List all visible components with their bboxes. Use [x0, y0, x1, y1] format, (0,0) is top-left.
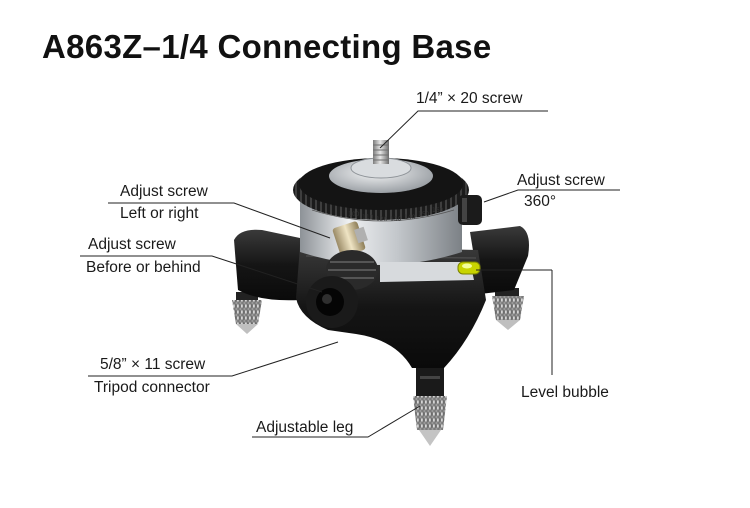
leader-adjust-left-right	[108, 202, 331, 239]
adjust-screw-left-right	[332, 221, 368, 257]
label-adjust-lr-line1: Adjust screw	[120, 183, 208, 200]
label-level-bubble: Level bubble	[521, 384, 609, 401]
label-adjust-lr-line2: Left or right	[120, 205, 199, 222]
label-tripod-line2: Tripod connector	[94, 379, 210, 396]
dial-tick-label: 140	[404, 214, 416, 221]
leader-adjustable-leg	[252, 405, 421, 438]
dial-tick-label: 110	[362, 214, 374, 221]
dial-tick-label: 100	[348, 211, 360, 218]
label-adjust-360-line1: Adjust screw	[517, 172, 605, 189]
label-tripod-line1: 5/8” × 11 screw	[100, 356, 206, 373]
adjust-knob-before-behind	[306, 250, 378, 328]
level-bubble-vial	[457, 261, 481, 275]
label-adjust-360-line2: 360°	[524, 193, 557, 210]
label-adjust-fb-line2: Before or behind	[86, 259, 201, 276]
dial-scale: 100 110 120 130 140 150 160	[348, 207, 444, 223]
leader-top-screw	[379, 110, 548, 149]
leader-tripod-connector	[88, 341, 339, 377]
dial-tick-label: 130	[390, 216, 402, 223]
leg-left	[232, 292, 262, 334]
label-adjust-fb-line1: Adjust screw	[88, 236, 176, 253]
label-adjustable-leg: Adjustable leg	[256, 419, 354, 436]
leader-lines	[80, 110, 620, 438]
dial-tick-label: 160	[432, 207, 444, 214]
leader-adjust-before-behind	[80, 255, 323, 293]
leg-front	[413, 366, 447, 446]
leg-right	[492, 288, 524, 330]
adjust-knob-360	[458, 195, 482, 225]
label-top-screw: 1/4” × 20 screw	[416, 90, 523, 107]
leader-adjust-360	[483, 189, 620, 203]
dial-tick-label: 150	[418, 211, 430, 218]
dial-tick-label: 120	[376, 216, 388, 223]
page-title: A863Z–1/4 Connecting Base	[42, 28, 492, 65]
